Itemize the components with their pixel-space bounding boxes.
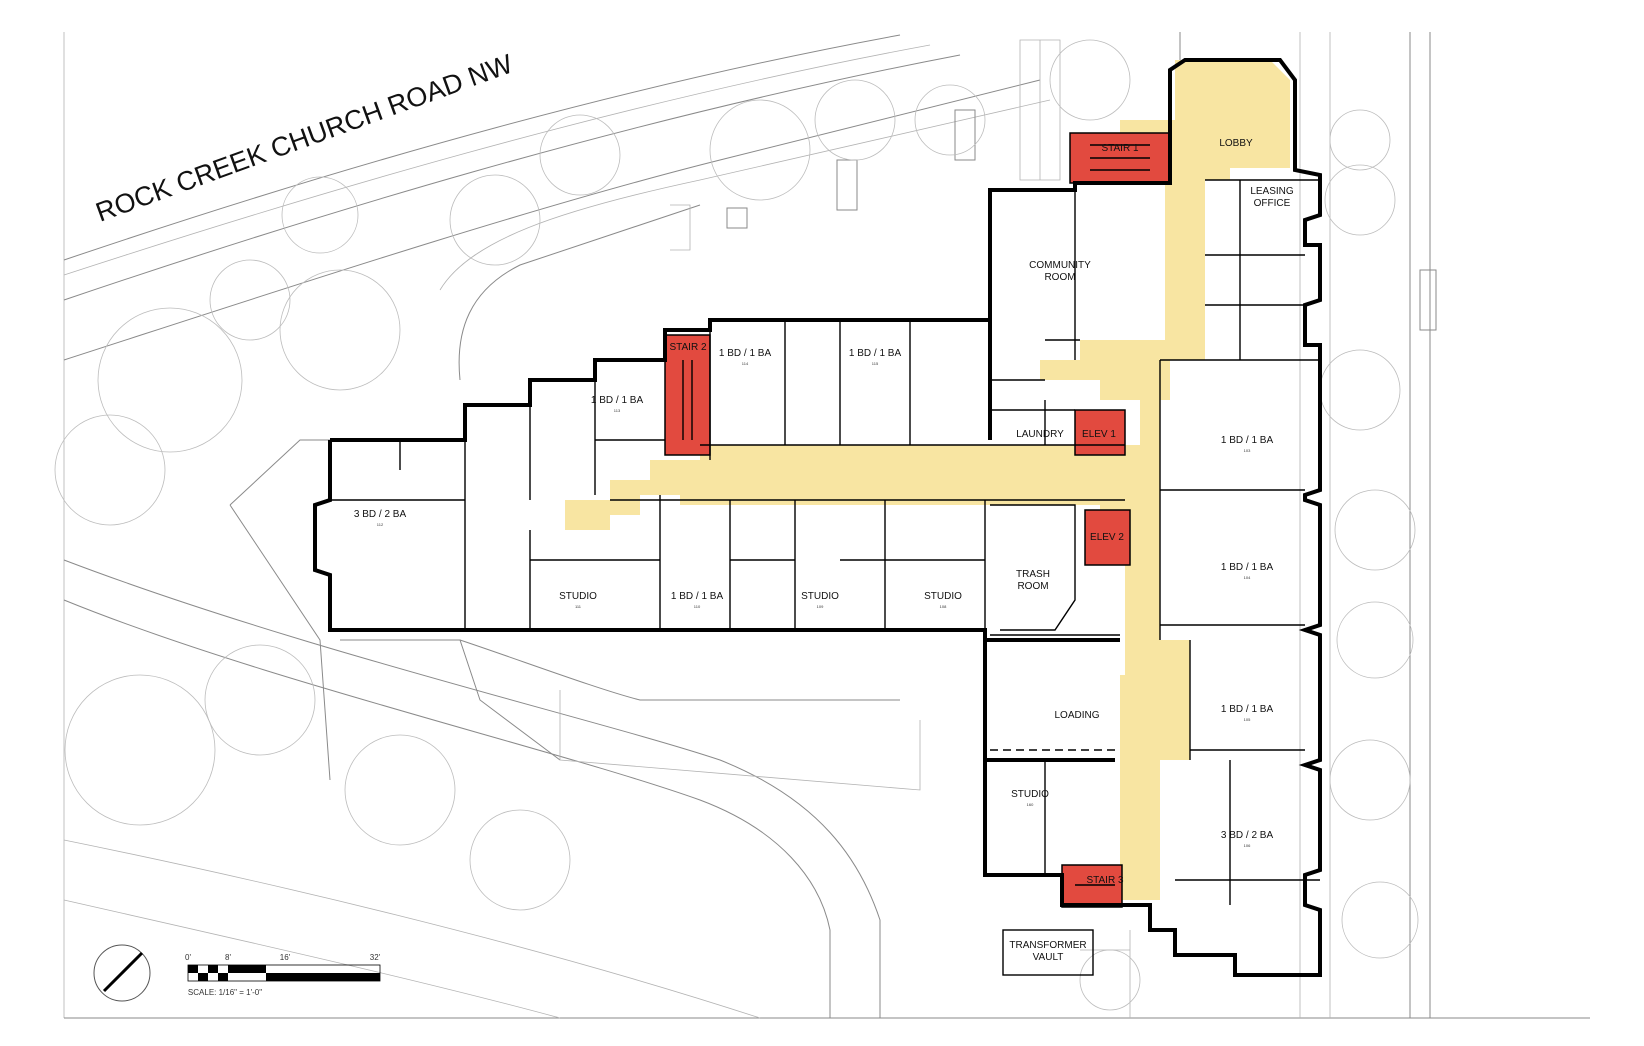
elev-1-label: ELEV 1 — [1082, 429, 1116, 440]
stair-3 — [1061, 864, 1123, 908]
leasing-office-label: LEASING — [1250, 186, 1294, 197]
elev-2-label: ELEV 2 — [1090, 532, 1124, 543]
unit-type: 1 BD / 1 BA — [849, 348, 902, 359]
unit-number: 109 — [817, 604, 824, 609]
interior-walls — [330, 179, 1320, 976]
stair-2 — [664, 334, 711, 456]
unit-type: 1 BD / 1 BA — [1221, 704, 1274, 715]
transformer-vault-box — [1002, 929, 1094, 976]
stair-3-label: STAIR 3 — [1086, 875, 1123, 886]
unit-type: STUDIO — [924, 591, 962, 602]
site-linework — [63, 32, 1437, 1019]
unit-type: 1 BD / 1 BA — [719, 348, 772, 359]
unit-type: 1 BD / 1 BA — [1221, 435, 1274, 446]
unit-type: 3 BD / 2 BA — [354, 509, 407, 520]
unit-type: STUDIO — [559, 591, 597, 602]
unit-number: 114 — [742, 361, 749, 366]
scale-tick-8: 8' — [225, 953, 231, 962]
unit-labels: 3 BD / 2 BA 112 1 BD / 1 BA 113 1 BD / 1… — [354, 348, 1274, 848]
stair-treads — [682, 144, 1150, 886]
exterior-walls — [313, 58, 1322, 977]
elev-1 — [1074, 409, 1126, 456]
unit-number: 111 — [575, 604, 582, 609]
vertical-cores — [664, 132, 1171, 908]
unit-number: 108 — [940, 604, 947, 609]
bar-scale-icon: 0' 8' 16' 32' SCALE: 1/16" = 1'-0" — [185, 953, 381, 997]
scale-tick-16: 16' — [280, 953, 291, 962]
scale-note: SCALE: 1/16" = 1'-0" — [188, 988, 262, 997]
elev-2 — [1084, 509, 1131, 566]
loading-label: LOADING — [1054, 710, 1099, 721]
unit-number: 103 — [1244, 448, 1251, 453]
unit-number: 112 — [377, 522, 384, 527]
unit-number: 106 — [1244, 843, 1251, 848]
road-label: ROCK CREEK CHURCH ROAD NW — [92, 48, 517, 227]
transformer-vault-label: TRANSFORMER — [1009, 940, 1086, 951]
unit-type: STUDIO — [801, 591, 839, 602]
unit-type: 1 BD / 1 BA — [591, 395, 644, 406]
lobby-label: LOBBY — [1219, 138, 1253, 149]
laundry-label: LAUNDRY — [1016, 429, 1064, 440]
unit-number: 105 — [1244, 717, 1251, 722]
stair-2-label: STAIR 2 — [669, 342, 706, 353]
unit-type: STUDIO — [1011, 789, 1049, 800]
street-name: ROCK CREEK CHURCH ROAD NW — [92, 48, 517, 227]
unit-number: 113 — [614, 408, 621, 413]
scale-tick-32: 32' — [370, 953, 381, 962]
community-room-label-2: ROOM — [1044, 272, 1075, 283]
unit-number: 115 — [872, 361, 879, 366]
scale-tick-0: 0' — [185, 953, 191, 962]
unit-number: 110 — [694, 604, 701, 609]
room-labels: LOBBY STAIR 1 STAIR 2 ELEV 1 ELEV 2 STAI… — [669, 138, 1293, 963]
unit-type: 1 BD / 1 BA — [1221, 562, 1274, 573]
trash-room-label-2: ROOM — [1017, 581, 1048, 592]
unit-type: 3 BD / 2 BA — [1221, 830, 1274, 841]
leasing-office-label-2: OFFICE — [1254, 198, 1291, 209]
unit-type: 1 BD / 1 BA — [671, 591, 724, 602]
north-arrow-icon — [93, 944, 151, 1002]
unit-number: 104 — [1244, 575, 1251, 580]
stair-1-label: STAIR 1 — [1101, 143, 1138, 154]
community-room-label: COMMUNITY — [1029, 260, 1091, 271]
landscape-trees — [54, 39, 1419, 1011]
unit-number: 160 — [1027, 802, 1034, 807]
transformer-vault-label-2: VAULT — [1033, 952, 1064, 963]
trash-room-label: TRASH — [1016, 569, 1050, 580]
